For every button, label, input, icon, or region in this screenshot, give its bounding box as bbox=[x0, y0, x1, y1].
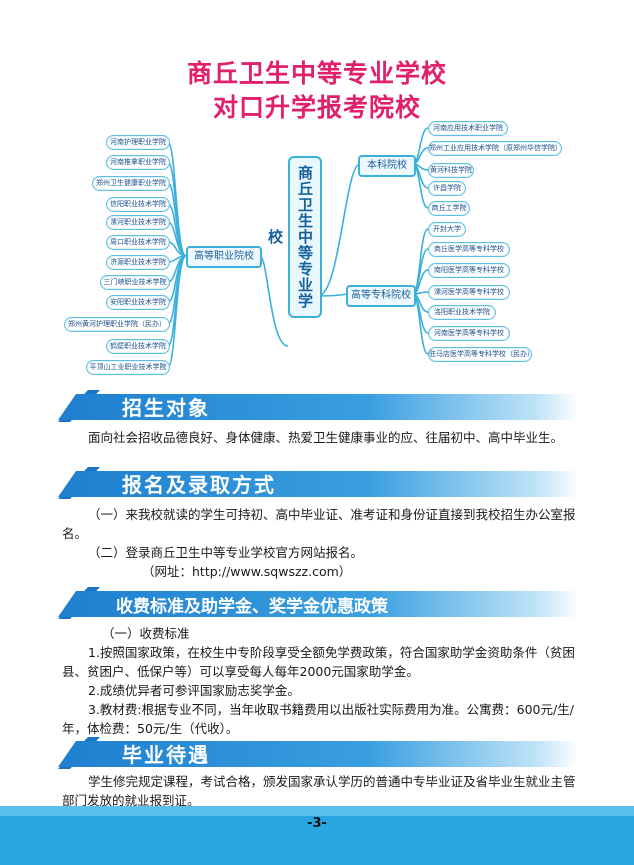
website-url: （网址：http://www.sqwszz.com） bbox=[142, 564, 352, 579]
fees-subheading: （一）收费标准 bbox=[102, 626, 190, 641]
mindmap-hub-junior-college: 高等专科院校 bbox=[346, 285, 416, 307]
mindmap-left-item: 平顶山工业职业技术学院 bbox=[86, 360, 170, 375]
mindmap-left-item: 周口职业技术学院 bbox=[106, 235, 170, 250]
mindmap-left-item: 济源职业技术学院 bbox=[106, 255, 170, 270]
mindmap-center: 商丘卫生中等专业学校 bbox=[266, 156, 322, 318]
mindmap-hub-undergraduate: 本科院校 bbox=[358, 155, 416, 177]
mindmap-hub-vocational: 高等职业院校 bbox=[186, 246, 262, 268]
fees-paragraph-1: 1.按照国家政策，在校生中专阶段享受全额免学费政策，符合国家助学金资助条件（贫困… bbox=[62, 645, 575, 679]
mindmap-left-item: 信阳职业技术学院 bbox=[106, 197, 170, 212]
registration-paragraph-2: （二）登录商丘卫生中等专业学校官方网站报名。 bbox=[88, 545, 364, 560]
mindmap-right-item: 洛阳职业技术学院 bbox=[428, 305, 496, 320]
mindmap-right-item: 驻马店医学高等专科学校（民办） bbox=[428, 347, 534, 362]
mindmap-left-item: 河南推拿职业学院 bbox=[106, 155, 170, 170]
mindmap-right-item: 南阳医学高等专科学校 bbox=[428, 263, 510, 278]
mindmap-right-item: 河南医学高等专科学校 bbox=[428, 326, 510, 341]
page-subtitle: 对口升学报考院校 bbox=[212, 93, 421, 122]
mindmap-left-item: 鹤壁职业技术学院 bbox=[106, 339, 170, 354]
section-banner-fees: 收费标准及助学金、奖学金优惠政策 bbox=[58, 587, 578, 619]
page-number: -3- bbox=[307, 816, 327, 831]
mindmap-right-item: 许昌学院 bbox=[428, 181, 466, 196]
page-title: 商丘卫生中等专业学校 bbox=[186, 59, 447, 88]
section-heading: 毕业待遇 bbox=[122, 743, 210, 767]
fees-paragraph-3: 3.教材费:根据专业不同，当年收取书籍费用以出版社实际费用为准。公寓费：600元… bbox=[62, 702, 574, 736]
section-heading: 收费标准及助学金、奖学金优惠政策 bbox=[116, 597, 388, 617]
mindmap-right-item: 郑州工业应用技术学院（原郑州华信学院） bbox=[428, 141, 562, 156]
graduation-paragraph: 学生修完规定课程，考试合格，颁发国家承认学历的普通中专毕业证及省毕业生就业主管部… bbox=[62, 774, 576, 808]
mindmap-left-item: 安阳职业技术学院 bbox=[106, 295, 170, 310]
mindmap-right-item: 漯河医学高等专科学校 bbox=[428, 285, 510, 300]
fees-paragraph-2: 2.成绩优异者可参评国家励志奖学金。 bbox=[88, 683, 300, 698]
mindmap-right-item: 商丘工学院 bbox=[428, 201, 470, 216]
enrollment-paragraph: 面向社会招收品德良好、身体健康、热爱卫生健康事业的应、往届初中、高中毕业生。 bbox=[88, 430, 564, 445]
mindmap-right-item: 河南应用技术职业学院 bbox=[428, 121, 508, 136]
mindmap-right-item: 开封大学 bbox=[428, 222, 466, 237]
mindmap-left-item: 郑州黄河护理职业学院（民办） bbox=[64, 317, 170, 332]
section-heading: 报名及录取方式 bbox=[122, 473, 276, 497]
footer-band bbox=[0, 806, 634, 865]
mindmap-left-item: 三门峡职业技术学院 bbox=[100, 275, 170, 290]
registration-paragraph-1: （一）来我校就读的学生可持初、高中毕业证、准考证和身份证直接到我校招生办公室报名… bbox=[62, 507, 576, 541]
mindmap-left-item: 漯河职业技术学院 bbox=[106, 215, 170, 230]
mindmap-right-item: 商丘医学高等专科学校 bbox=[428, 242, 510, 257]
mindmap-left-item: 河南护理职业学院 bbox=[106, 135, 170, 150]
section-banner-enrollment: 招生对象 bbox=[58, 390, 578, 422]
section-heading: 招生对象 bbox=[122, 396, 210, 420]
section-banner-graduation: 毕业待遇 bbox=[58, 737, 578, 769]
mindmap-left-item: 郑州卫生健康职业学院 bbox=[92, 176, 170, 191]
section-banner-registration: 报名及录取方式 bbox=[58, 467, 578, 499]
mindmap-right-item: 黄河科技学院 bbox=[428, 163, 474, 178]
